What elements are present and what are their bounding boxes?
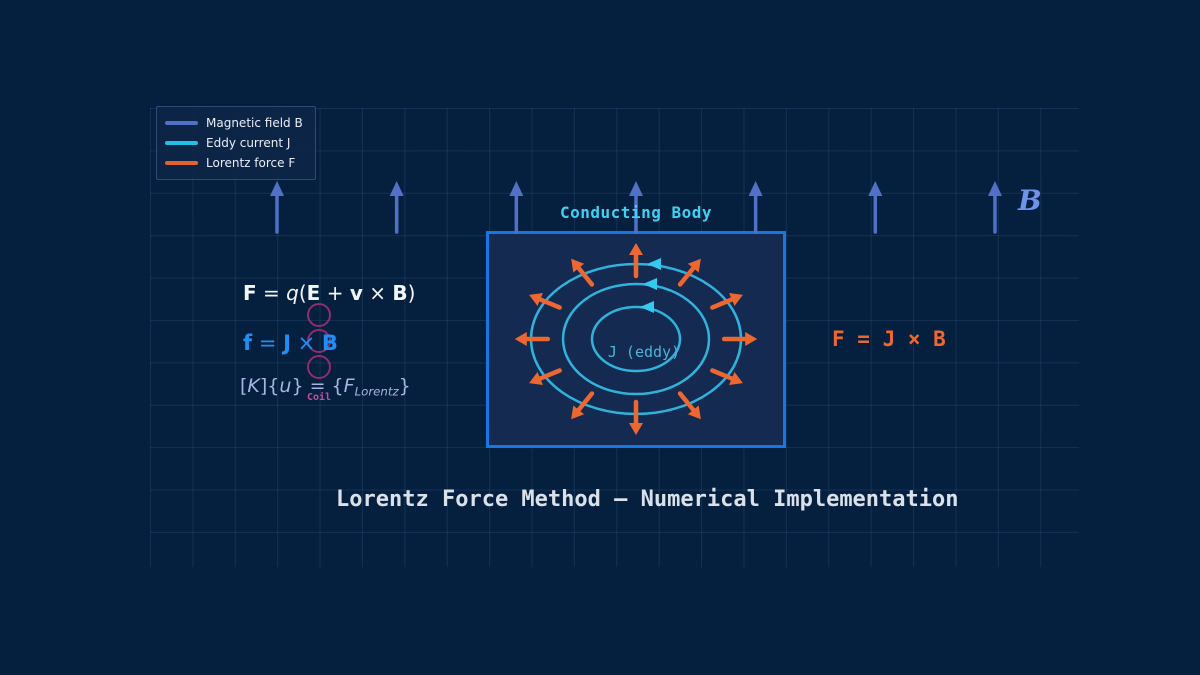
formula-part: × <box>362 281 393 305</box>
formula-part: } = { <box>291 375 344 397</box>
formula-part: × <box>290 331 322 355</box>
legend: Magnetic field B Eddy current J Lorentz fo… <box>156 106 316 180</box>
magnetic-field-label: B <box>1018 184 1042 217</box>
force-equation-label: F = J × B <box>832 327 946 351</box>
formula-part: K <box>247 375 260 397</box>
formula-part: f <box>243 331 253 355</box>
formula-fem-system: [K]{u} = {FLorentz} <box>240 374 411 404</box>
conducting-body-box <box>486 231 786 448</box>
formula-part: Lorentz <box>354 384 399 399</box>
formula-part: F <box>343 375 355 397</box>
line-swatch-icon <box>165 161 198 165</box>
conducting-body-label: Conducting Body <box>560 203 712 222</box>
formula-part: = <box>256 281 287 305</box>
formula-lorentz-law: F = q(E + v × B) <box>243 280 415 306</box>
formula-part: F <box>243 281 257 305</box>
legend-item: Magnetic field B <box>165 115 303 131</box>
formula-part: B <box>321 331 338 355</box>
legend-item-label: Eddy current J <box>206 136 291 150</box>
legend-item-label: Lorentz force F <box>206 156 296 170</box>
formula-part: ]{ <box>259 375 280 397</box>
formula-part: J <box>283 331 291 355</box>
legend-item-label: Magnetic field B <box>206 116 303 130</box>
formula-part: ) <box>407 281 416 305</box>
formula-part: E <box>306 281 321 305</box>
formula-part: ( <box>298 281 307 305</box>
formula-part: B <box>392 281 408 305</box>
legend-item: Eddy current J <box>165 135 303 151</box>
line-swatch-icon <box>165 121 198 125</box>
formula-part: [ <box>240 375 248 397</box>
formula-part: } <box>398 375 411 397</box>
legend-item: Lorentz force F <box>165 155 303 171</box>
formula-part: u <box>279 375 292 397</box>
formula-force-density: f = J × B <box>243 330 338 357</box>
line-swatch-icon <box>165 141 198 145</box>
formula-part: v <box>349 281 363 305</box>
formula-part: q <box>286 281 299 305</box>
coil-label: Coil <box>306 392 332 403</box>
formula-part: = <box>252 331 284 355</box>
formula-part: + <box>320 281 350 305</box>
page-title: Lorentz Force Method — Numerical Impleme… <box>336 487 959 512</box>
eddy-current-label: J (eddy) <box>607 343 681 361</box>
